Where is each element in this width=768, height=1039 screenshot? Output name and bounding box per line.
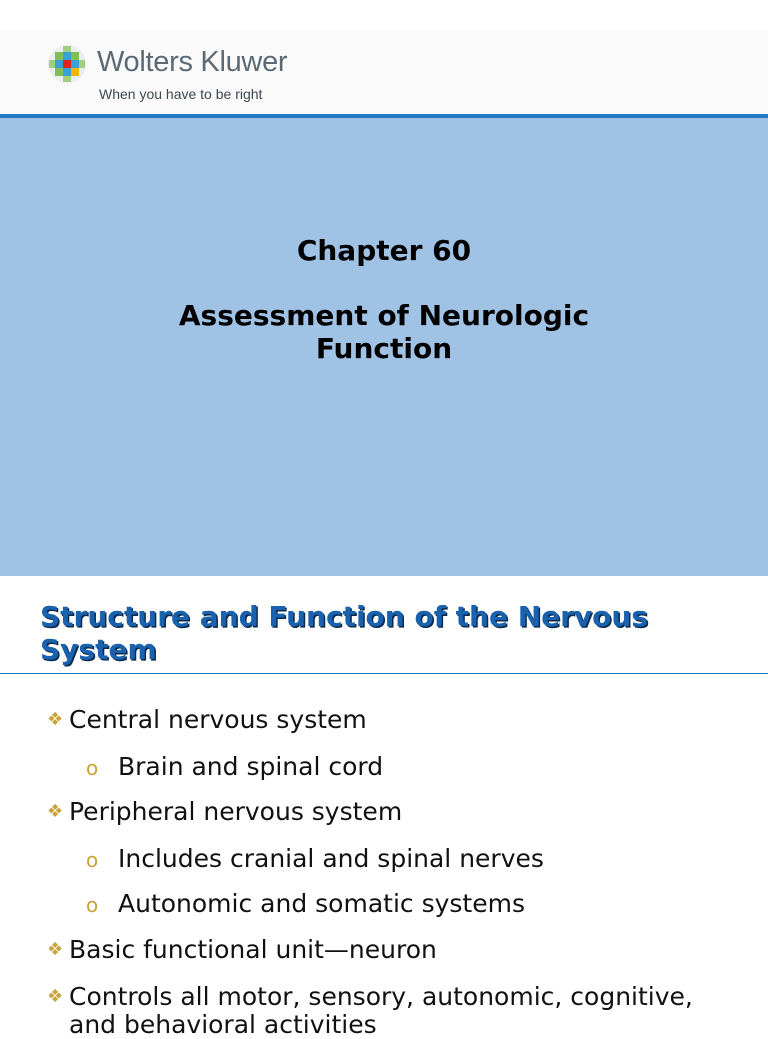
list-item-continuation: and behavioral activities [69, 1010, 377, 1039]
circle-bullet-icon: o [86, 848, 99, 872]
brand-name: Wolters Kluwer [97, 46, 288, 78]
list-item: ❖Controls all motor, sensory, autonomic,… [47, 982, 693, 1011]
header-bar [0, 30, 768, 114]
list-item: ❖Peripheral nervous system [47, 797, 403, 826]
subtitle-line: Function [315, 332, 453, 365]
brand-tagline: When you have to be right [99, 86, 263, 102]
title-divider [0, 673, 768, 674]
diamond-bullet-icon: ❖ [47, 986, 64, 1007]
chapter-subtitle: Assessment of Neurologic Function [0, 299, 768, 365]
list-item: ❖Central nervous system [47, 705, 367, 734]
circle-bullet-icon: o [86, 893, 99, 917]
diamond-bullet-icon: ❖ [47, 709, 64, 730]
header-divider [0, 114, 768, 118]
wolters-kluwer-logo-icon [48, 45, 86, 83]
diamond-bullet-icon: ❖ [47, 939, 64, 960]
slide-title-line: System [40, 633, 157, 666]
title-panel [0, 118, 768, 576]
chapter-heading: Chapter 60 [296, 234, 472, 267]
slide-title: Structure and Function of the Nervous Sy… [40, 600, 740, 666]
circle-bullet-icon: o [86, 756, 99, 780]
list-item: ❖Basic functional unit—neuron [47, 935, 437, 964]
title-slide: Wolters Kluwer When you have to be right… [0, 30, 768, 576]
diamond-bullet-icon: ❖ [47, 801, 64, 822]
subtitle-line: Assessment of Neurologic [178, 299, 590, 332]
slide-title-line: Structure and Function of the Nervous [40, 600, 649, 633]
